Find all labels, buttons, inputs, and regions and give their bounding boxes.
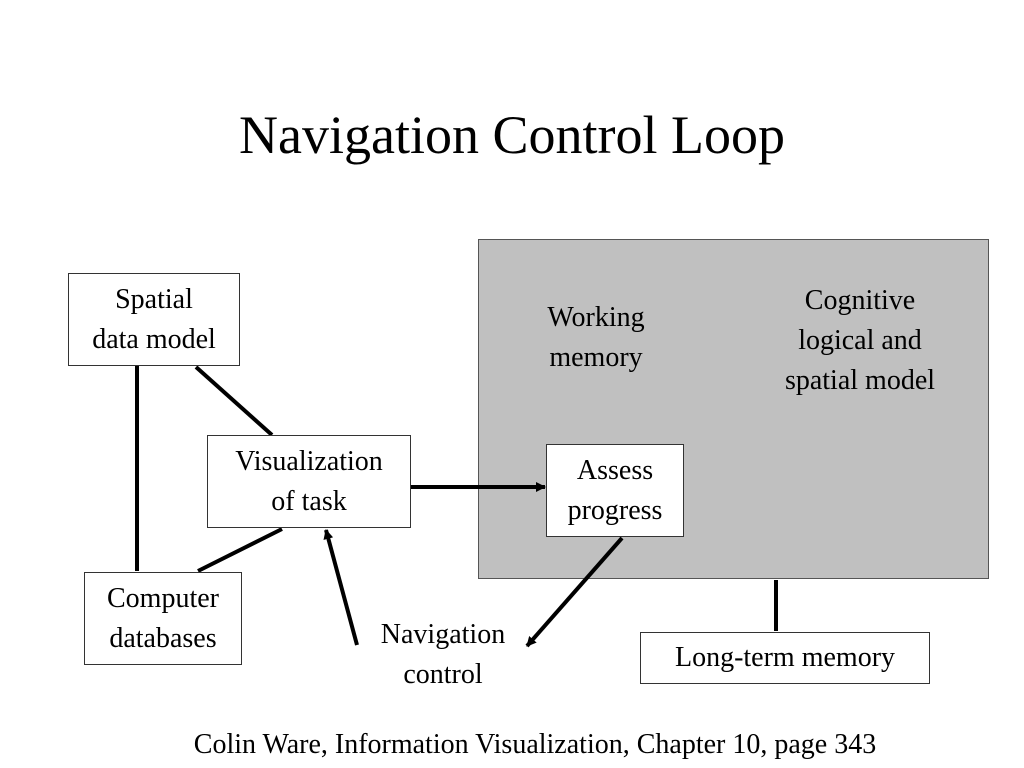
- navigation-control-label: Navigation control: [380, 619, 506, 690]
- assess-progress-box: Assess progress: [546, 444, 684, 537]
- arrow-navigation-to-visualization: [323, 529, 359, 646]
- visualization-of-task-box: Visualization of task: [207, 435, 411, 528]
- citation-footer: Colin Ware, Information Visualization, C…: [193, 729, 877, 760]
- line-visualization-to-databases: [197, 527, 283, 573]
- arrow-assess-to-navigation: [525, 536, 624, 648]
- computer-databases-box: Computer databases: [84, 572, 242, 665]
- working-memory-label: Working memory: [547, 302, 645, 373]
- cognitive-model-label: Cognitive logical and spatial model: [784, 285, 936, 396]
- spatial-data-model-box: Spatial data model: [68, 273, 240, 366]
- long-term-memory-box: Long-term memory: [640, 632, 930, 684]
- slide-title: Navigation Control Loop: [239, 105, 785, 165]
- line-spatial-to-visualization: [194, 365, 274, 437]
